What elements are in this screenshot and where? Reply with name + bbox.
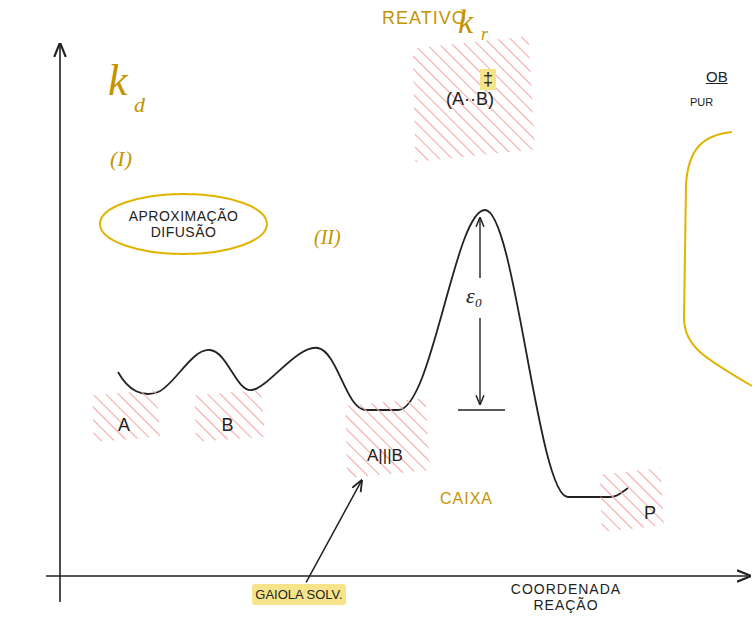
node-content: (A··B)‡ <box>446 89 494 110</box>
rate-constant-subscript: d <box>134 92 145 117</box>
node-label: (A··B) <box>446 89 494 110</box>
hatched-area <box>413 36 535 162</box>
pointer-arrow <box>306 481 361 583</box>
node-content: GAIOLA SOLV. <box>255 587 342 602</box>
note-heading: OB <box>706 68 728 85</box>
rate-constant-symbol: k <box>458 2 473 41</box>
hatched-area <box>600 468 664 532</box>
product-region: P <box>596 468 664 532</box>
node-content: A <box>118 415 130 436</box>
reactant-region: B <box>190 390 265 442</box>
node-label: B <box>221 415 233 436</box>
transition-state-region: (A··B)‡ <box>405 36 535 162</box>
note-bracket <box>684 132 752 386</box>
cage-note: GAIOLA SOLV. <box>252 584 346 605</box>
energy-arrow-down <box>479 318 480 404</box>
hatched-area <box>92 390 160 442</box>
note-text: PUR <box>690 96 713 109</box>
rate-constant-symbol: k <box>108 56 128 107</box>
node-label: P <box>644 503 656 524</box>
hatched-area <box>345 398 430 478</box>
node-label: A|||B <box>367 446 403 466</box>
energy-tick <box>458 409 505 410</box>
node-content: A|||B <box>367 446 403 466</box>
axis-label: COORDENADA REAÇÃO <box>486 581 646 613</box>
activation-energy: ε₀ <box>466 283 482 308</box>
node-label: GAIOLA SOLV. <box>255 587 342 602</box>
step-oval: APROXIMAÇÃO DIFUSÃO <box>98 192 269 256</box>
cage-label: CAIXA <box>440 490 493 508</box>
reactant-region: A <box>88 390 160 442</box>
node-content: B <box>221 415 233 436</box>
step-number: (II) <box>314 226 341 249</box>
node-mark: ‡ <box>480 69 496 90</box>
node-content: P <box>644 503 656 524</box>
hatched-area <box>195 390 266 442</box>
encounter-pair-region: A|||B <box>340 398 430 478</box>
node-label: APROXIMAÇÃO DIFUSÃO <box>121 208 246 240</box>
step-number: (I) <box>110 146 132 171</box>
x-axis <box>46 575 750 577</box>
node-content: APROXIMAÇÃO DIFUSÃO <box>121 208 246 240</box>
hatch-outline <box>340 398 430 478</box>
node-label: A <box>118 415 130 436</box>
reactive-step: REATIVO <box>382 8 467 29</box>
y-axis <box>59 44 61 602</box>
highlight-oval <box>100 194 267 254</box>
rate-constant-subscript: r <box>481 24 488 45</box>
energy-arrow-up <box>479 218 480 278</box>
